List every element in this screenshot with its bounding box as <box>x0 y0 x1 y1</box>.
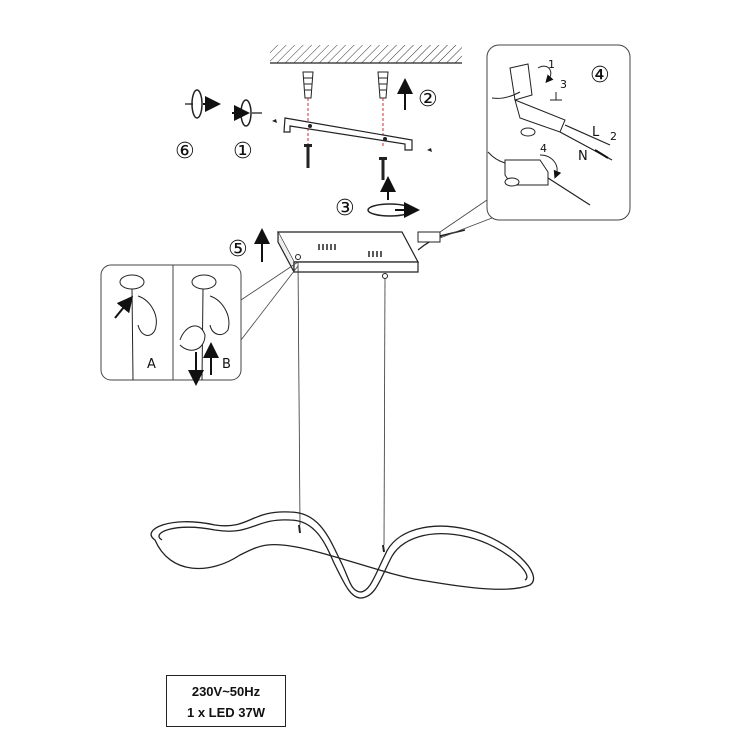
power-cord <box>417 229 466 251</box>
led-spec: 1 x LED 37W <box>186 705 266 720</box>
step-2-label: ② <box>418 87 438 112</box>
detail-label-a: A <box>147 357 156 372</box>
rotate-loop-icon <box>232 99 262 127</box>
wiring-step-1: 1 <box>548 58 555 71</box>
neutral-label: N <box>578 149 588 164</box>
detail-panel-wire-adjust <box>100 261 299 386</box>
wiring-step-2: 2 <box>610 130 617 143</box>
detail-panel-wiring <box>439 44 631 239</box>
screw-left <box>304 144 312 168</box>
step-6-label: ⑥ <box>175 139 195 164</box>
spec-box: 230V~50Hz 1 x LED 37W <box>166 675 286 727</box>
step-4-label: ④ <box>590 63 610 88</box>
step-3-label: ③ <box>335 196 355 221</box>
rotate-loop-icon <box>185 89 221 119</box>
wiring-step-3: 3 <box>560 78 567 91</box>
screw-right <box>379 157 387 180</box>
mounting-bracket <box>272 117 432 152</box>
suspension-wire-left <box>297 261 301 526</box>
canopy-ring <box>367 202 420 218</box>
canopy-box <box>277 231 419 279</box>
live-label: L <box>592 125 600 140</box>
detail-label-b: B <box>222 357 231 372</box>
ceiling <box>270 45 462 64</box>
suspension-wire-right <box>383 277 386 546</box>
wiring-step-4: 4 <box>540 142 547 155</box>
step-1-label: ① <box>233 139 253 164</box>
wall-plug-left <box>302 71 314 148</box>
led-ribbon-fixture <box>150 511 535 599</box>
voltage-spec: 230V~50Hz <box>191 684 261 699</box>
step-5-label: ⑤ <box>228 237 248 262</box>
